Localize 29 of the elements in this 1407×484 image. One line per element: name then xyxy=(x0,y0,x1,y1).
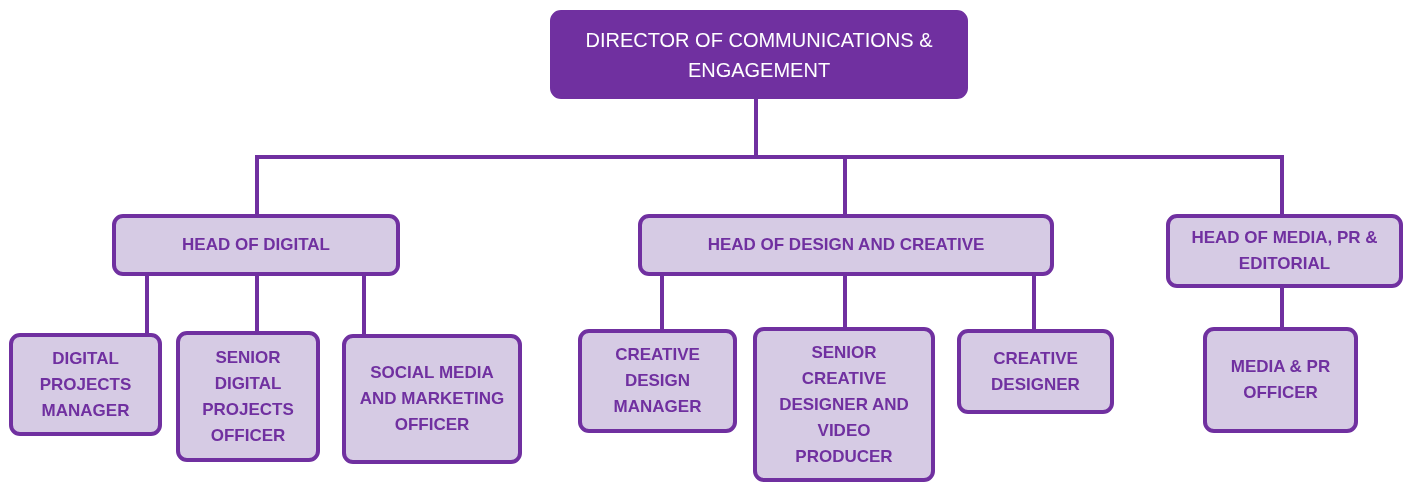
connector-line xyxy=(362,276,366,334)
role-title: DIGITAL PROJECTS MANAGER xyxy=(38,347,133,422)
org-box xyxy=(753,327,935,482)
connector-line xyxy=(145,276,149,333)
role-title: HEAD OF DIGITAL xyxy=(182,234,330,256)
connector-line xyxy=(255,276,259,331)
org-box xyxy=(176,331,320,462)
org-box xyxy=(1203,327,1358,433)
role-title: HEAD OF MEDIA, PR & EDITORIAL xyxy=(1190,227,1379,275)
org-box xyxy=(578,329,737,433)
role-title: SENIOR CREATIVE DESIGNER AND VIDEO PRODUCER xyxy=(778,341,910,468)
role-title: MEDIA & PR OFFICER xyxy=(1229,356,1332,404)
role-title: HEAD OF DESIGN AND CREATIVE xyxy=(707,234,985,256)
role-title: CREATIVE DESIGN MANAGER xyxy=(612,344,703,418)
connector-line xyxy=(1280,288,1284,327)
connector-line xyxy=(1032,276,1036,329)
role-title: DIRECTOR OF COMMUNICATIONS & ENGAGEMENT xyxy=(584,27,934,83)
org-box xyxy=(112,214,400,276)
org-box xyxy=(9,333,162,436)
role-title: CREATIVE DESIGNER xyxy=(990,347,1081,396)
role-title: SOCIAL MEDIA AND MARKETING OFFICER xyxy=(358,362,506,436)
connector-line xyxy=(660,276,664,329)
role-title: SENIOR DIGITAL PROJECTS OFFICER xyxy=(201,346,295,447)
org-box xyxy=(638,214,1054,276)
connector-line xyxy=(843,276,847,327)
org-box xyxy=(550,10,968,99)
org-box xyxy=(1166,214,1403,288)
org-box xyxy=(957,329,1114,414)
org-box xyxy=(342,334,522,464)
